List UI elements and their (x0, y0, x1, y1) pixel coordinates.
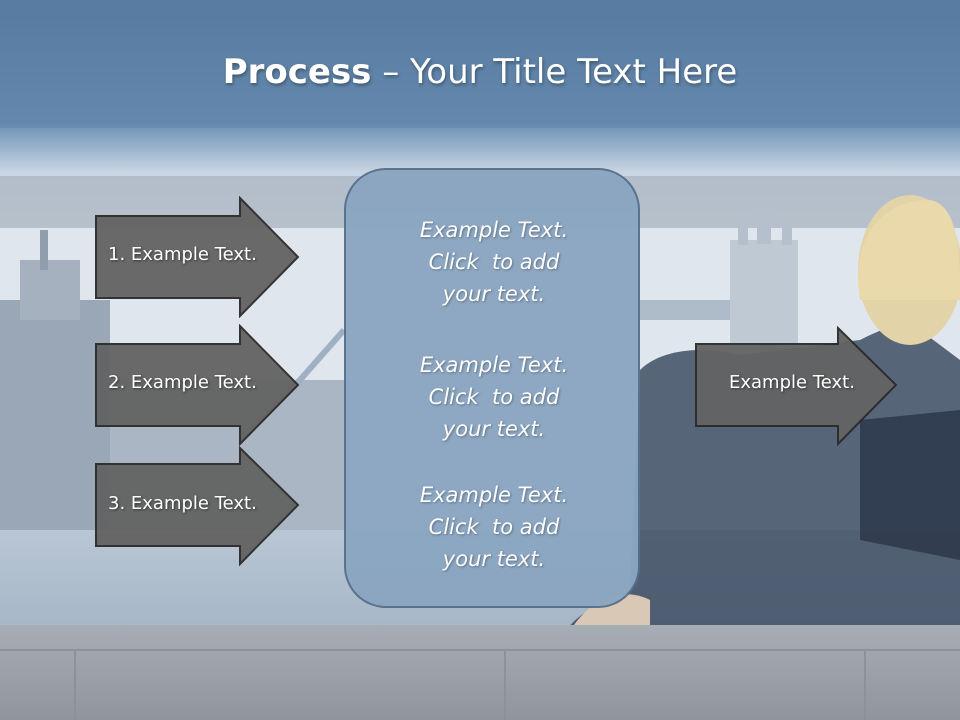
process-arrow-1 (95, 196, 300, 318)
block-2-line-3: your text. (442, 417, 546, 441)
process-arrow-2 (95, 324, 300, 446)
text-block-3: Example Text. Click to add your text. (346, 479, 642, 575)
process-arrow-2-label: 2. Example Text. (108, 372, 257, 393)
text-block-2: Example Text. Click to add your text. (346, 349, 642, 445)
title-bold: Process (222, 52, 372, 92)
process-arrow-1-label: 1. Example Text. (108, 244, 257, 265)
block-1-line-1: Example Text. (419, 218, 569, 242)
result-arrow-label: Example Text. (729, 372, 855, 393)
text-block-1: Example Text. Click to add your text. (346, 214, 642, 310)
block-3-line-2: Click to add (428, 515, 560, 539)
block-3-line-3: your text. (442, 547, 546, 571)
result-arrow (695, 326, 898, 446)
title-rest: – Your Title Text Here (371, 52, 738, 92)
process-arrow-3-label: 3. Example Text. (108, 493, 257, 514)
process-arrow-3 (95, 446, 300, 567)
slide-title: Process – Your Title Text Here (0, 52, 960, 92)
block-1-line-3: your text. (442, 282, 546, 306)
block-2-line-2: Click to add (428, 385, 560, 409)
center-text-box[interactable]: Example Text. Click to add your text. Ex… (344, 168, 640, 608)
block-2-line-1: Example Text. (419, 353, 569, 377)
block-3-line-1: Example Text. (419, 483, 569, 507)
block-1-line-2: Click to add (428, 250, 560, 274)
